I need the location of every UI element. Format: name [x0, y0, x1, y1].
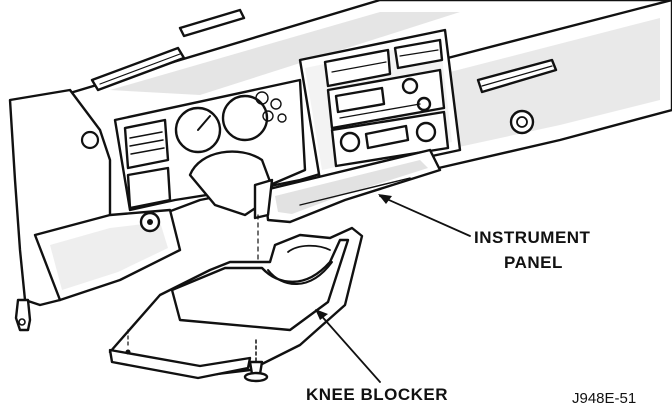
mounting-screw-icon — [243, 339, 269, 383]
knee-blocker-leader — [315, 309, 381, 383]
figure-code: J948E-51 — [572, 390, 636, 407]
instrument-panel-label-line2: PANEL — [504, 253, 563, 272]
instrument-panel-leader — [378, 194, 471, 237]
knee-blocker-label: KNEE BLOCKER — [306, 385, 448, 404]
instrument-panel-label-line1: INSTRUMENT — [474, 228, 591, 247]
knee-blocker-illustration — [108, 214, 364, 380]
instrument-panel-illustration — [8, 0, 672, 332]
